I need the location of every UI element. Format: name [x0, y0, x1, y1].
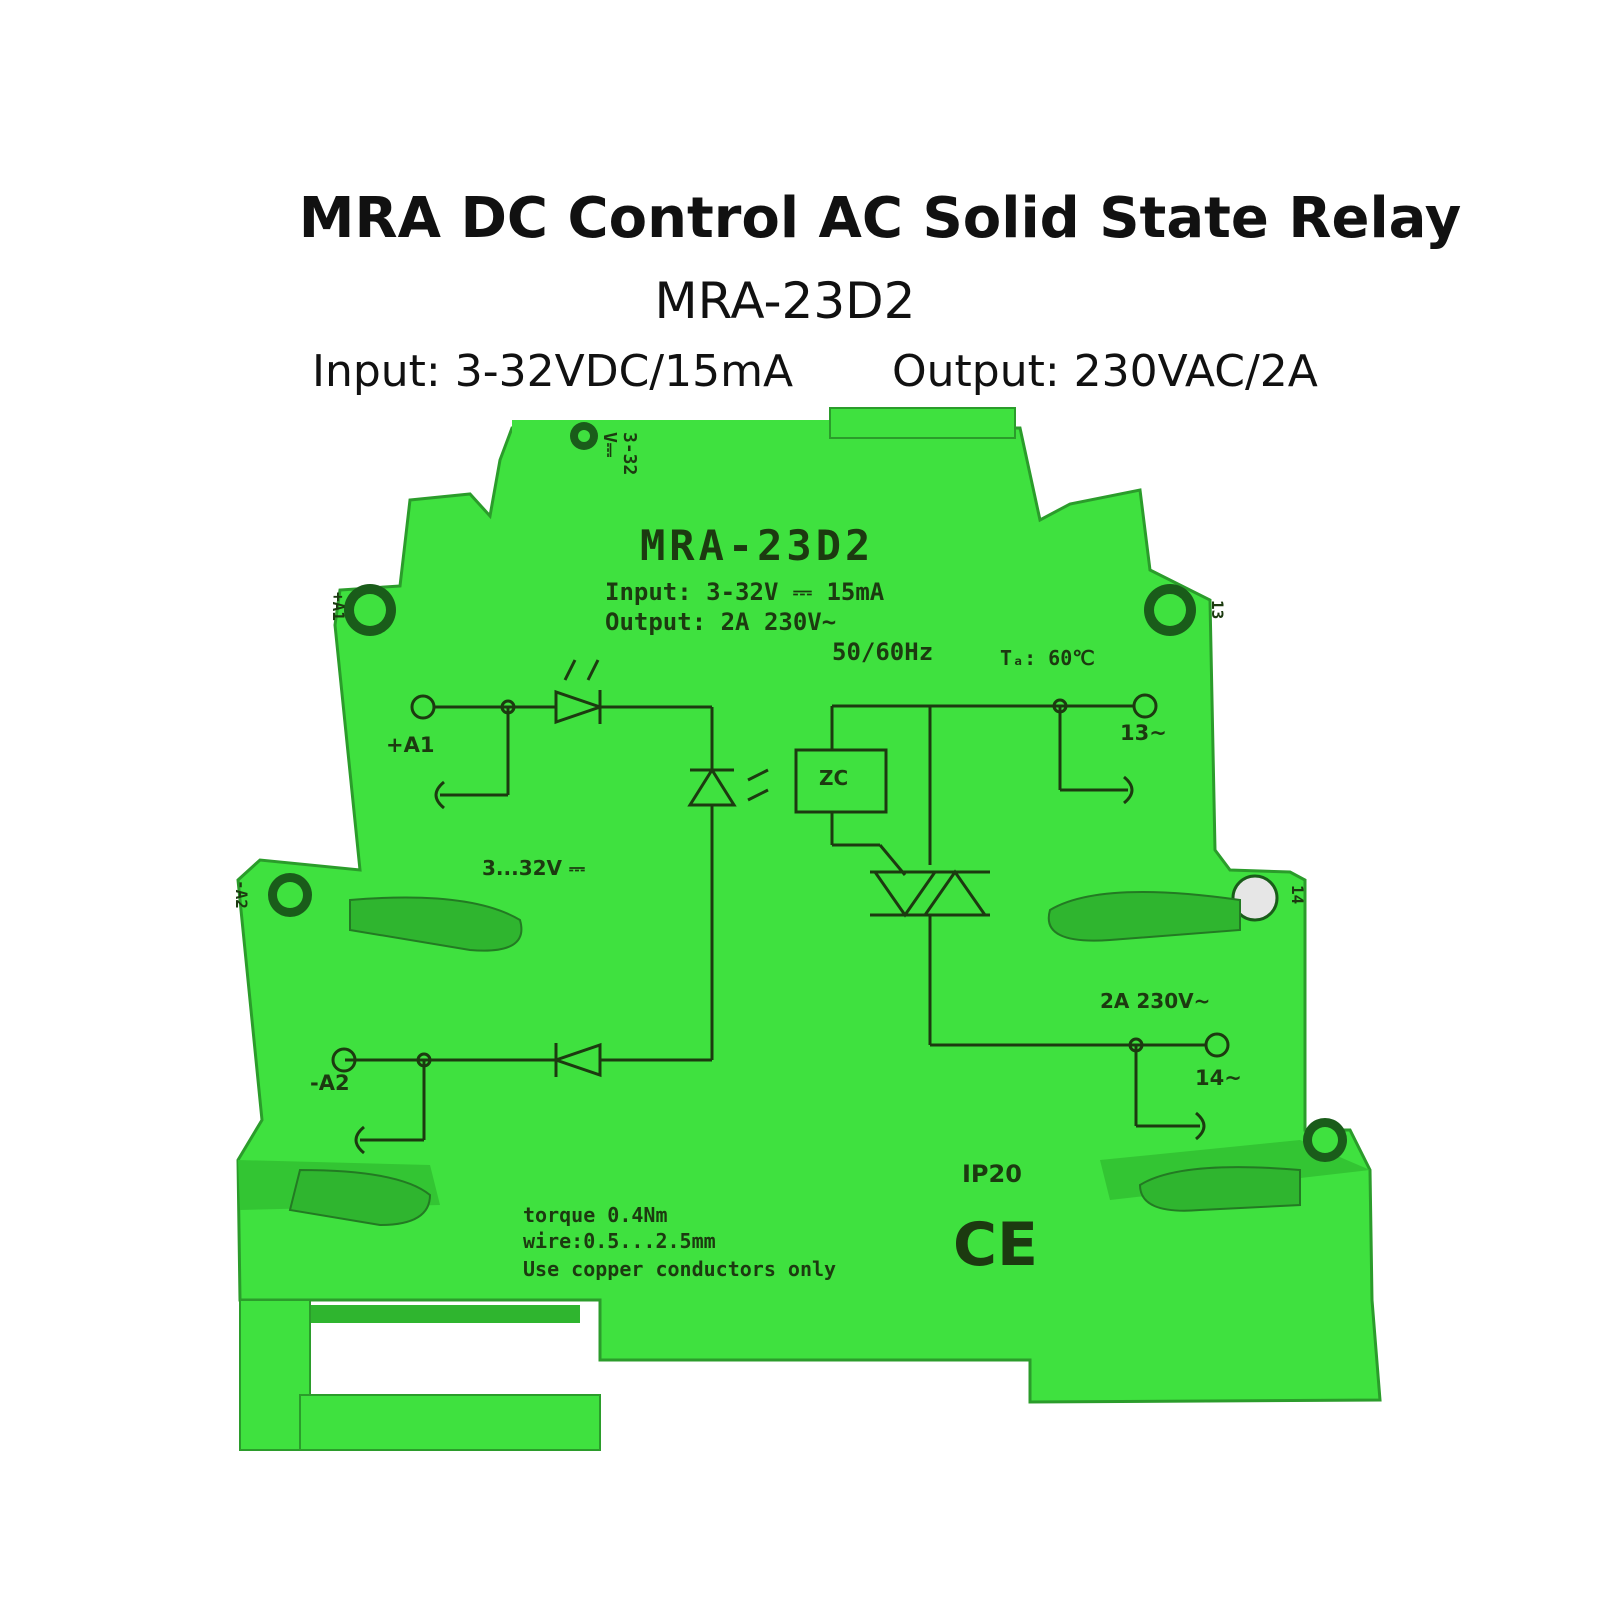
side-voltage-label: 3-32	[619, 432, 640, 475]
circuit-schematic	[331, 659, 1230, 1155]
wire-print: wire:0.5...2.5mm	[523, 1229, 716, 1253]
side-voltage-symbol: V⎓	[599, 432, 620, 458]
output-rating-print: 2A 230V~	[1100, 989, 1210, 1013]
model-number: MRA-23D2	[654, 272, 916, 330]
terminal-a1-print: +A1	[386, 733, 434, 757]
relay-model-print: MRA-23D2	[640, 521, 874, 570]
terminal-13-print: 13~	[1120, 721, 1167, 745]
product-title: MRA DC Control AC Solid State Relay	[298, 186, 1462, 251]
input-spec: Input: 3-32VDC/15mA	[312, 346, 794, 397]
side-14-label: 14	[1288, 885, 1307, 904]
ambient-temp-print: Tₐ: 60℃	[1000, 646, 1095, 670]
side-13-label: 13	[1208, 600, 1227, 619]
terminal-a2-print: -A2	[310, 1071, 350, 1095]
ce-mark: CE	[953, 1210, 1038, 1280]
terminal-14-print: 14~	[1195, 1066, 1242, 1090]
ip-rating-print: IP20	[962, 1160, 1022, 1188]
conductors-print: Use copper conductors only	[523, 1257, 836, 1281]
side-a2-label: -A2	[232, 880, 251, 909]
relay-output-print: Output: 2A 230V~	[605, 608, 836, 636]
relay-housing	[236, 407, 1382, 1451]
torque-print: torque 0.4Nm	[523, 1203, 668, 1227]
relay-input-print: Input: 3-32V ⎓ 15mA	[605, 578, 885, 606]
relay-frequency-print: 50/60Hz	[832, 638, 933, 666]
input-range-print: 3...32V ⎓	[482, 856, 585, 880]
side-a1-label: +A1	[329, 592, 348, 621]
output-spec: Output: 230VAC/2A	[892, 346, 1318, 397]
zero-cross-label: ZC	[819, 766, 848, 790]
